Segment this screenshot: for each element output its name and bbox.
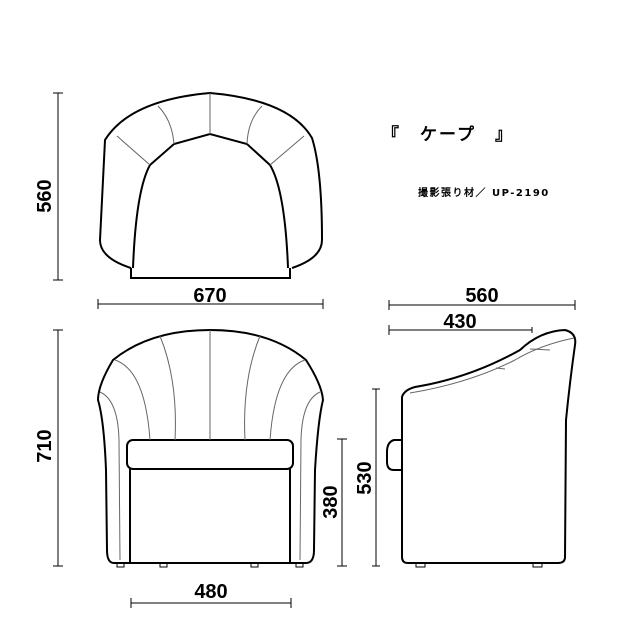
side-seat-depth-label: 430 [443, 311, 476, 333]
side-depth-label: 560 [465, 285, 498, 307]
top-width-dimension [97, 299, 324, 309]
product-name: 『 ケープ 』 [382, 125, 514, 145]
seat-height-label: 380 [320, 485, 342, 518]
side-depth-dimension [388, 300, 576, 310]
seat-width-dimension [130, 598, 292, 608]
top-depth-label: 560 [34, 179, 56, 212]
side-seat-depth-dimension [388, 325, 533, 335]
front-height-label: 710 [34, 429, 56, 462]
material-note: 撮影張り材／ UP-2190 [418, 188, 550, 199]
front-view [96, 328, 325, 568]
top-view [98, 91, 324, 279]
side-view [386, 328, 577, 568]
arm-height-dimension [372, 388, 380, 567]
top-depth-dimension [53, 92, 63, 281]
arm-height-label: 530 [354, 461, 376, 494]
front-height-dimension [53, 329, 63, 567]
seat-width-label: 480 [194, 581, 227, 603]
top-width-label: 670 [193, 285, 226, 307]
seat-height-dimension [337, 438, 347, 567]
